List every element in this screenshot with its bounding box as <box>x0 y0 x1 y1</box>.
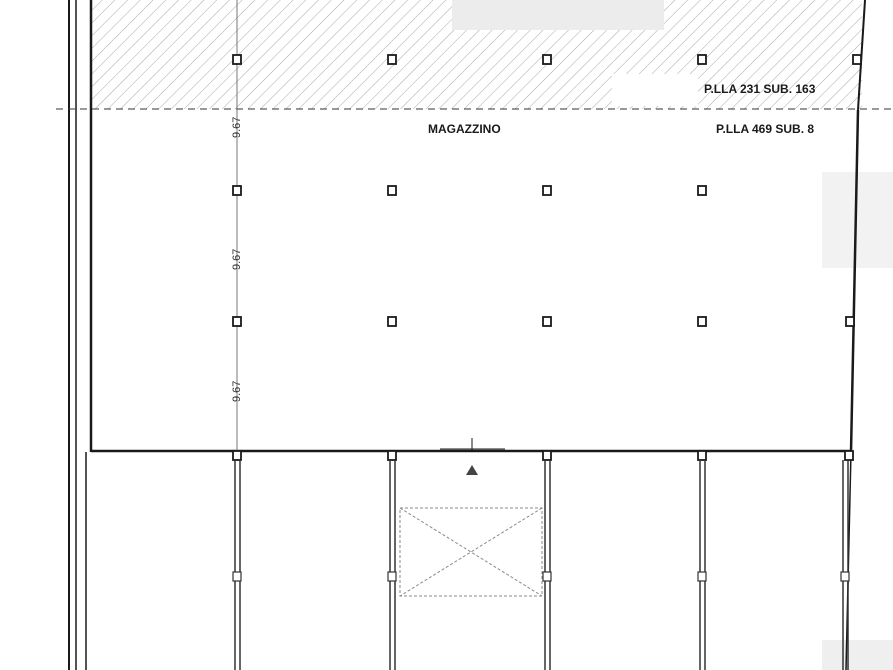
pillar <box>232 54 242 65</box>
pillar <box>845 316 855 327</box>
pillar <box>542 185 552 196</box>
pillar <box>387 185 397 196</box>
wall-joints <box>232 571 850 582</box>
pillar <box>387 54 397 65</box>
masked-area-top <box>452 0 664 30</box>
pillar <box>232 185 242 196</box>
pillar-grid <box>232 54 862 327</box>
pillar <box>844 450 854 461</box>
pillar <box>542 316 552 327</box>
dimension-label: 9.67 <box>231 249 243 270</box>
masked-area-label <box>612 74 698 106</box>
masked-area-bottom-right <box>822 640 893 670</box>
dimension-label: 9.67 <box>231 117 243 138</box>
pillar <box>697 54 707 65</box>
pillar <box>232 316 242 327</box>
dimension-label: 9.67 <box>231 381 243 402</box>
parcel-label-lower: P.LLA 469 SUB. 8 <box>716 122 814 136</box>
pillar <box>542 54 552 65</box>
pillar <box>697 450 707 461</box>
parcel-label-upper: P.LLA 231 SUB. 163 <box>704 82 816 96</box>
room-label: MAGAZZINO <box>428 122 501 136</box>
pillar <box>387 450 397 461</box>
pillar <box>852 54 862 65</box>
entrance-marker <box>440 438 505 475</box>
pillar <box>697 316 707 327</box>
front-pillars <box>232 450 854 461</box>
pillar <box>232 450 242 461</box>
opening-cross-box <box>399 507 543 597</box>
pillar <box>697 185 707 196</box>
lower-walls <box>234 460 849 670</box>
pillar <box>542 450 552 461</box>
pillar <box>387 316 397 327</box>
left-wall <box>68 0 93 670</box>
